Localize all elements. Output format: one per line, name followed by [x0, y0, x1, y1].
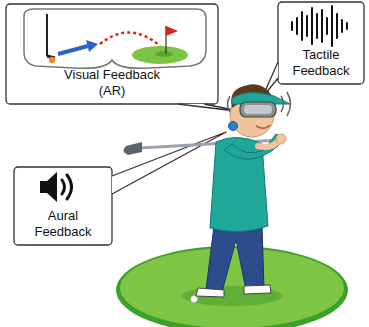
- callout-outline: [14, 132, 226, 245]
- callout-label: Tactile Feedback: [285, 47, 357, 79]
- callout-outline: [262, 2, 364, 98]
- tactile-waveform: [292, 6, 347, 46]
- callout-outline: [6, 4, 244, 112]
- callout-label: Visual Feedback (AR): [56, 67, 168, 99]
- callout-tail: [112, 132, 226, 194]
- tactile-feedback-callout: Tactile Feedback: [278, 2, 364, 84]
- callout-box-outline: [278, 2, 364, 84]
- visual-feedback-callout: Visual Feedback (AR): [6, 4, 218, 104]
- callout-box-outline: [14, 167, 112, 245]
- ar-view-icon: [24, 9, 206, 68]
- callout-tail-fill: [112, 132, 226, 194]
- aural-feedback-callout: Aural Feedback: [14, 167, 112, 245]
- golfer-figure: [196, 84, 291, 297]
- callout-box-outline: [6, 4, 218, 104]
- callout-label: Aural Feedback: [23, 208, 103, 240]
- grass-ground: [116, 246, 348, 327]
- speaker-icon: [40, 172, 72, 202]
